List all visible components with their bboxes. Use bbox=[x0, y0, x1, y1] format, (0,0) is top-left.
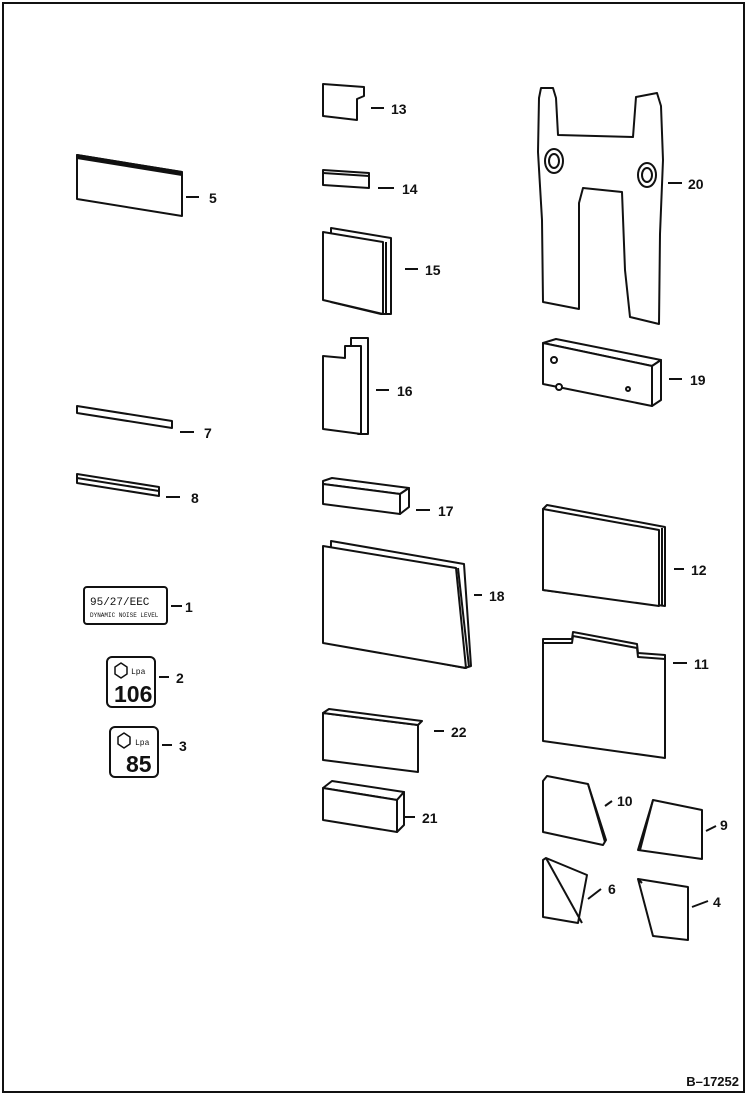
callout-18: 18 bbox=[489, 588, 505, 604]
part-2-decal: Lpa 106 2 bbox=[107, 657, 184, 707]
decal-2-small: Lpa bbox=[131, 668, 146, 677]
part-12: 12 bbox=[543, 505, 707, 606]
callout-20: 20 bbox=[688, 176, 704, 192]
part-10: 10 bbox=[543, 776, 633, 845]
callout-6: 6 bbox=[608, 881, 616, 897]
part-9: 9 bbox=[638, 800, 728, 859]
part-1-decal: 95/27/EEC DYNAMIC NOISE LEVEL 1 bbox=[84, 587, 193, 624]
part-17: 17 bbox=[323, 478, 454, 519]
part-19: 19 bbox=[543, 339, 706, 406]
part-22: 22 bbox=[323, 709, 467, 772]
part-8: 8 bbox=[77, 474, 199, 506]
callout-7: 7 bbox=[204, 425, 212, 441]
part-18: 18 bbox=[323, 541, 505, 668]
decal-3-small: Lpa bbox=[135, 739, 150, 748]
parts-diagram: 5 7 8 95/27/EEC DYNAMIC NOISE LEVEL 1 bbox=[4, 4, 747, 1095]
callout-17: 17 bbox=[438, 503, 454, 519]
decal-2-value: 106 bbox=[114, 681, 152, 707]
callout-11: 11 bbox=[694, 656, 709, 672]
figure-id: B–17252 bbox=[686, 1074, 739, 1089]
part-4: 4 bbox=[638, 879, 721, 940]
part-6: 6 bbox=[543, 858, 616, 923]
decal-1-line2: DYNAMIC NOISE LEVEL bbox=[90, 612, 159, 619]
callout-10: 10 bbox=[617, 793, 633, 809]
decal-3-value: 85 bbox=[126, 751, 152, 777]
callout-15: 15 bbox=[425, 262, 441, 278]
callout-2: 2 bbox=[176, 670, 184, 686]
decal-1-line1: 95/27/EEC bbox=[90, 597, 150, 609]
callout-4: 4 bbox=[713, 894, 721, 910]
callout-1: 1 bbox=[185, 599, 193, 615]
part-21: 21 bbox=[323, 781, 438, 832]
callout-16: 16 bbox=[397, 383, 413, 399]
callout-5: 5 bbox=[209, 190, 217, 206]
part-7: 7 bbox=[77, 406, 212, 441]
callout-9: 9 bbox=[720, 817, 728, 833]
callout-21: 21 bbox=[422, 810, 438, 826]
callout-19: 19 bbox=[690, 372, 706, 388]
part-15: 15 bbox=[323, 228, 441, 314]
part-11: 11 bbox=[543, 632, 709, 758]
part-3-decal: Lpa 85 3 bbox=[110, 727, 187, 777]
part-16: 16 bbox=[323, 338, 413, 434]
callout-12: 12 bbox=[691, 562, 707, 578]
callout-14: 14 bbox=[402, 181, 418, 197]
callout-13: 13 bbox=[391, 101, 407, 117]
part-5: 5 bbox=[77, 155, 217, 216]
part-20: 20 bbox=[538, 88, 704, 324]
callout-22: 22 bbox=[451, 724, 467, 740]
callout-3: 3 bbox=[179, 738, 187, 754]
part-13: 13 bbox=[323, 84, 407, 120]
part-14: 14 bbox=[323, 170, 418, 197]
callout-8: 8 bbox=[191, 490, 199, 506]
